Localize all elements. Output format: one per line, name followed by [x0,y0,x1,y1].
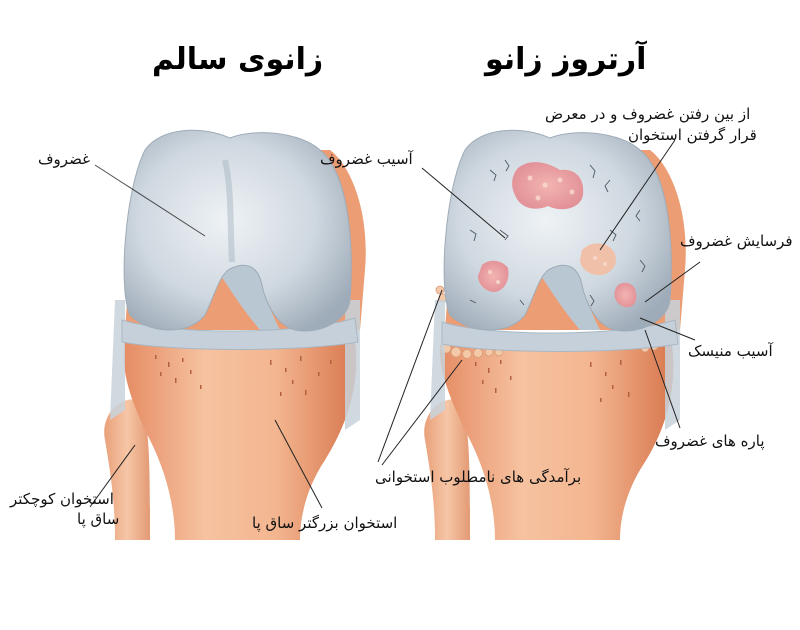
cartilage-wear-area [614,282,637,308]
fibula-bone [104,399,150,540]
label-tibia: استخوان بزرگتر ساق پا [252,514,398,532]
arthritic-knee [424,129,686,540]
exposed-bone-lesion [478,260,509,292]
femoral-cartilage [123,129,352,332]
tibia-bone [439,345,674,540]
label-exposed-bone-line1: از بین رفتن غضروف و در معرض [545,105,751,123]
bone-texture [155,355,332,396]
cruciate-ligament [210,260,280,330]
exposed-bone-lesion [512,162,584,210]
label-fibula-line1: استخوان کوچکتر [10,490,114,508]
label-meniscus-damage: آسیب منیسک [688,342,773,360]
leader-lines [89,139,701,509]
label-cartilage-damage: آسیب غضروف [320,150,413,168]
label-fibula-line2: ساق پا [77,510,120,528]
collateral-ligament [430,300,445,420]
fibula-bone [424,399,470,540]
cartilage-wear-area [580,243,617,276]
bone-texture [475,360,630,402]
cartilage-cracks [469,159,646,307]
healthy-knee [104,129,366,540]
healthy-knee-title: زانوی سالم [152,42,324,77]
collateral-ligament [110,300,125,420]
label-cartilage-wear: فرسایش غضروف [680,232,793,250]
label-bone-spurs: برآمدگی های نامطلوب استخوانی [375,468,582,486]
collateral-ligament [665,300,680,430]
meniscus [121,317,359,350]
cruciate-ligament [530,260,600,330]
tibia-bone [123,340,357,540]
meniscus [441,319,679,352]
label-cartilage-fragments: پاره های غضروف [655,432,765,450]
label-cartilage: غضروف [38,150,90,168]
label-exposed-bone-line2: قرار گرفتن استخوان [628,126,757,144]
arthritis-knee-title: آرتروز زانو [485,42,647,77]
